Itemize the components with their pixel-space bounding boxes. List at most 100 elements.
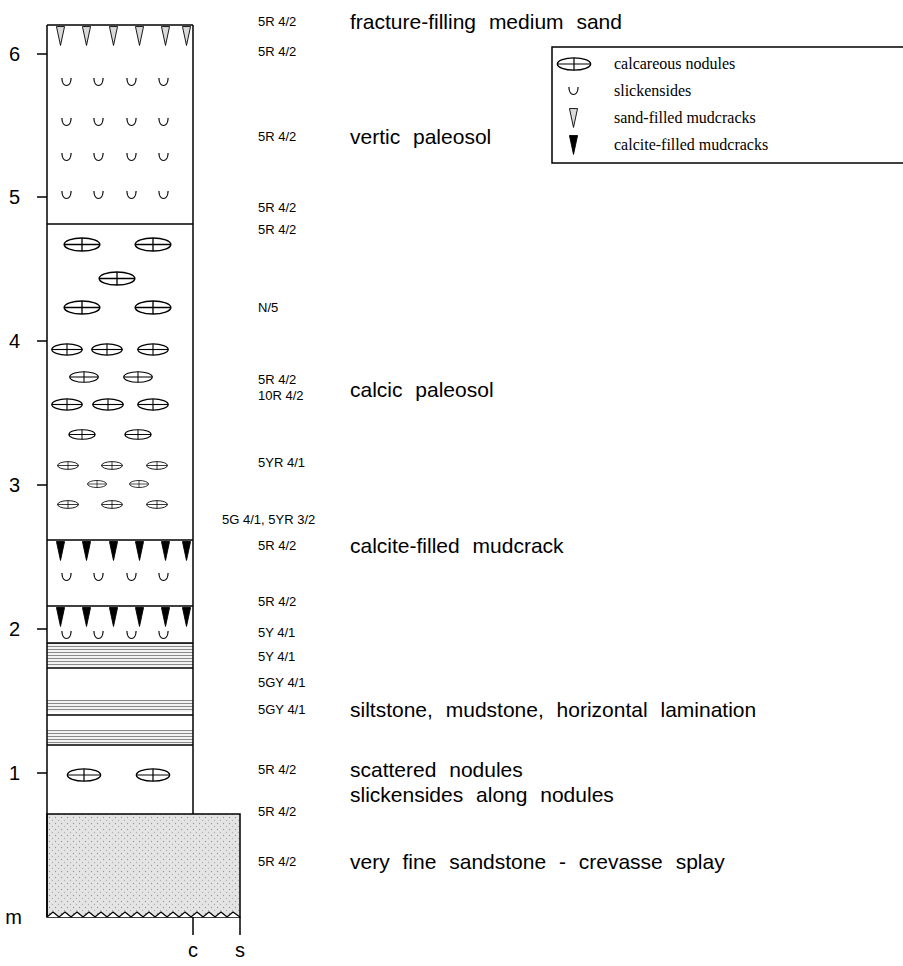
calcareous-nodules — [102, 501, 123, 509]
axis-label: s — [235, 939, 245, 962]
axis-label: 3 — [9, 474, 20, 497]
axis-label: 6 — [9, 43, 20, 66]
unit-description: fracture-filling medium sand — [350, 10, 622, 34]
calcareous-nodules — [138, 399, 168, 410]
axis-ticks — [37, 53, 47, 55]
legend-text: sand-filled mudcracks — [614, 109, 756, 127]
bed-boundaries — [47, 605, 193, 607]
slickensides — [94, 78, 103, 86]
color-code: 5R 4/2 — [258, 15, 296, 30]
slickensides — [94, 191, 103, 199]
axis-ticks — [37, 484, 47, 486]
slickensides — [127, 631, 136, 639]
calcareous-nodules — [93, 399, 123, 410]
calcareous-nodules — [138, 344, 168, 355]
sand-filled-mudcracks — [109, 27, 117, 46]
calcareous-nodules — [64, 301, 100, 314]
color-code: 5R 4/2 — [258, 539, 296, 554]
calcareous-nodules — [64, 238, 100, 251]
slickensides — [62, 631, 71, 639]
calcareous-nodules — [69, 430, 95, 440]
legend-symbols — [569, 109, 577, 128]
color-code: 5YR 4/1 — [258, 456, 305, 471]
color-code: 5R 4/2 — [258, 595, 296, 610]
legend-symbols — [569, 87, 578, 95]
calcareous-nodules — [147, 462, 168, 470]
sand-filled-mudcracks — [56, 27, 64, 46]
calcareous-nodules — [67, 769, 100, 781]
calcite-filled-mudcracks — [109, 608, 117, 627]
legend-box — [552, 47, 903, 163]
color-code: 5R 4/2 — [258, 763, 296, 778]
calcareous-nodules — [88, 481, 107, 488]
legend-text: calcite-filled mudcracks — [614, 136, 768, 154]
bed-boundaries — [47, 744, 193, 746]
axis-label: 1 — [9, 762, 20, 785]
bed-boundaries — [47, 714, 193, 716]
color-code: 5Y 4/1 — [258, 650, 295, 665]
calcareous-nodules — [92, 344, 122, 355]
slickensides — [127, 153, 136, 161]
calcareous-nodules — [70, 372, 99, 383]
calcareous-nodules — [124, 372, 153, 383]
calcite-filled-mudcracks — [56, 542, 190, 627]
axis-ticks — [37, 196, 47, 198]
color-code: 5R 4/2 — [258, 855, 296, 870]
color-code: N/5 — [258, 301, 278, 316]
calcite-filled-mudcracks — [161, 542, 169, 561]
axis-ticks — [37, 54, 240, 935]
color-code: 5GY 4/1 — [258, 703, 305, 718]
unit-description: very fine sandstone - crevasse splay — [350, 850, 725, 874]
slickensides — [62, 573, 71, 581]
legend-symbols — [557, 58, 590, 70]
calcite-filled-mudcracks — [135, 542, 143, 561]
slickensides — [62, 118, 71, 126]
calcareous-nodules — [99, 272, 135, 285]
calcareous-nodules — [136, 769, 169, 781]
color-code: 5R 4/2 — [258, 45, 296, 60]
slickensides — [62, 191, 71, 199]
axis-ticks — [239, 917, 241, 935]
color-code: 5Y 4/1 — [258, 626, 295, 641]
slickensides — [127, 191, 136, 199]
legend-text: slickensides — [614, 82, 691, 100]
slickensides — [159, 118, 168, 126]
axis-ticks — [37, 628, 47, 630]
sand-filled-mudcracks — [182, 27, 190, 46]
slickensides — [159, 573, 168, 581]
bed-boundaries — [47, 24, 193, 26]
axis-ticks — [192, 917, 194, 935]
axis-label: 4 — [9, 330, 20, 353]
erosional-base — [47, 912, 240, 917]
calcite-filled-mudcracks — [182, 608, 190, 627]
unit-description: scattered nodules — [350, 758, 523, 782]
bed-boundaries — [47, 25, 193, 917]
unit-description: siltstone, mudstone, horizontal laminati… — [350, 698, 756, 722]
sand-filled-mudcracks — [135, 27, 143, 46]
axis-label: m — [5, 906, 22, 929]
slickensides — [94, 631, 103, 639]
calcareous-nodules — [52, 238, 171, 781]
unit-description: slickensides along nodules — [350, 783, 614, 807]
bed-boundaries — [47, 539, 193, 541]
bed-boundaries — [47, 642, 193, 644]
calcite-filled-mudcracks — [161, 608, 169, 627]
color-code: 5R 4/2 — [258, 373, 296, 388]
sand-filled-mudcracks — [161, 27, 169, 46]
slickensides — [94, 118, 103, 126]
sand-filled-mudcracks — [82, 27, 90, 46]
unit-description: calcite-filled mudcrack — [350, 534, 564, 558]
slickensides — [62, 78, 168, 199]
bed-boundaries — [47, 667, 193, 669]
calcareous-nodules — [52, 344, 82, 355]
sandstone-unit — [47, 814, 240, 917]
axis-label: c — [188, 939, 198, 962]
legend-text: calcareous nodules — [614, 55, 735, 73]
slickensides — [127, 118, 136, 126]
calcite-filled-mudcracks — [82, 608, 90, 627]
slickensides — [159, 78, 168, 86]
color-code: 5GY 4/1 — [258, 676, 305, 691]
calcareous-nodules — [125, 430, 151, 440]
calcite-filled-mudcracks — [182, 542, 190, 561]
axis-ticks — [37, 340, 47, 342]
